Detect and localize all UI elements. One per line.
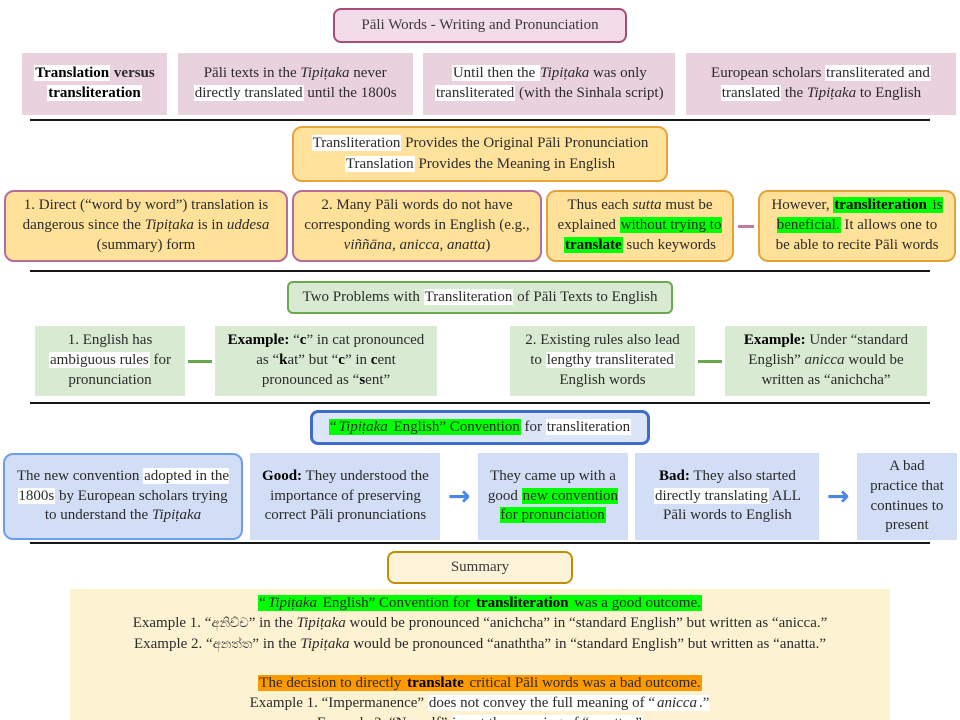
summary-title-row: Summary [0,544,960,585]
summary-good-outcome: “Tipiṭaka English” Convention for transl… [258,595,702,612]
box-bad-directly-translating: Bad: They also started directly translat… [635,453,820,541]
problems-row: 1. English has ambiguous rules for pronu… [0,326,960,396]
page-title: Pāli Words - Writing and Pronunciation [333,8,627,43]
box-lengthy-words: 2. Existing rules also lead to lengthy t… [510,326,695,396]
summary-example-1: Example 1. “අනිච්ච” in the Tipiṭaka woul… [132,615,828,632]
box-example-anichcha: Example: Under “standard English” anicca… [725,326,927,396]
summary-section-title: Summary [386,551,574,585]
pronunciation-title-row: Transliteration Provides the Original Pā… [0,121,960,182]
problems-section-title: Two Problems with Transliteration of Pāl… [286,281,674,314]
intro-box-never-translated: Pāli texts in the Tipiṭaka never directl… [177,53,413,115]
box-good-preserving: Good: They understood the importance of … [250,453,441,541]
pronunciation-title-line1: Transliteration Provides the Original Pā… [311,135,649,151]
box-ambiguous-rules: 1. English has ambiguous rules for pronu… [35,326,185,396]
convention-title-row: “Tipiṭaka English” Convention for transl… [0,404,960,445]
problem-group-2: 2. Existing rules also lead to lengthy t… [510,326,927,396]
box-new-convention-1800s: The new convention adopted in the 1800s … [3,453,243,541]
arrow-right-icon: → [447,480,471,512]
horizontal-divider [30,402,930,404]
connector-line [188,359,212,363]
horizontal-divider [30,119,930,121]
summary-bad-example-2: Example 2. “No-self” is not the meaning … [80,713,880,720]
connector-line [738,224,754,228]
arrow-right-icon: → [826,480,850,512]
title-row: Pāli Words - Writing and Pronunciation [0,0,960,43]
box-new-convention-pronunciation: They came up with a good new convention … [477,453,628,541]
horizontal-divider [30,542,930,545]
convention-row: The new convention adopted in the 1800s … [0,453,960,541]
problems-title-row: Two Problems with Transliteration of Pāl… [0,272,960,314]
convention-section-title: “Tipiṭaka English” Convention for transl… [309,410,651,445]
intro-box-european-scholars: European scholars transliterated and tra… [685,53,956,115]
box-word-by-word-translation: 1. Direct (“word by word”) translation i… [4,190,288,262]
summary-bad-example-1: Example 1. “Impermanence” does not conve… [249,695,711,712]
pronunciation-row: 1. Direct (“word by word”) translation i… [0,190,960,262]
box-bad-practice-continues: A bad practice that continues to present [856,453,957,541]
summary-bad-outcome: The decision to directly translate criti… [258,675,702,692]
box-sutta-explained: Thus each sutta must be explained withou… [546,190,734,262]
intro-box-sinhala-script: Until then the Tipiṭaka was only transli… [423,53,676,115]
box-transliteration-beneficial: However, transliteration is beneficial. … [758,190,956,262]
problem-group-1: 1. English has ambiguous rules for pronu… [35,326,437,396]
intro-row: Translation versus transliteration Pāli … [0,53,960,115]
pronunciation-section-title: Transliteration Provides the Original Pā… [291,126,669,182]
summary-example-2: Example 2. “අනත්ත” in the Tipiṭaka would… [133,636,826,653]
summary-panel: “Tipiṭaka English” Convention for transl… [70,589,890,720]
connector-line [698,359,722,363]
horizontal-divider [30,270,930,272]
box-no-corresponding-words: 2. Many Pāli words do not have correspon… [292,190,542,262]
box-example-c-cat-cent: Example: “c” in cat pronounced as “kat” … [215,326,437,396]
intro-box-translation-vs-transliteration: Translation versus transliteration [22,53,167,115]
pronunciation-title-line2: Translation Provides the Meaning in Engl… [344,156,616,172]
